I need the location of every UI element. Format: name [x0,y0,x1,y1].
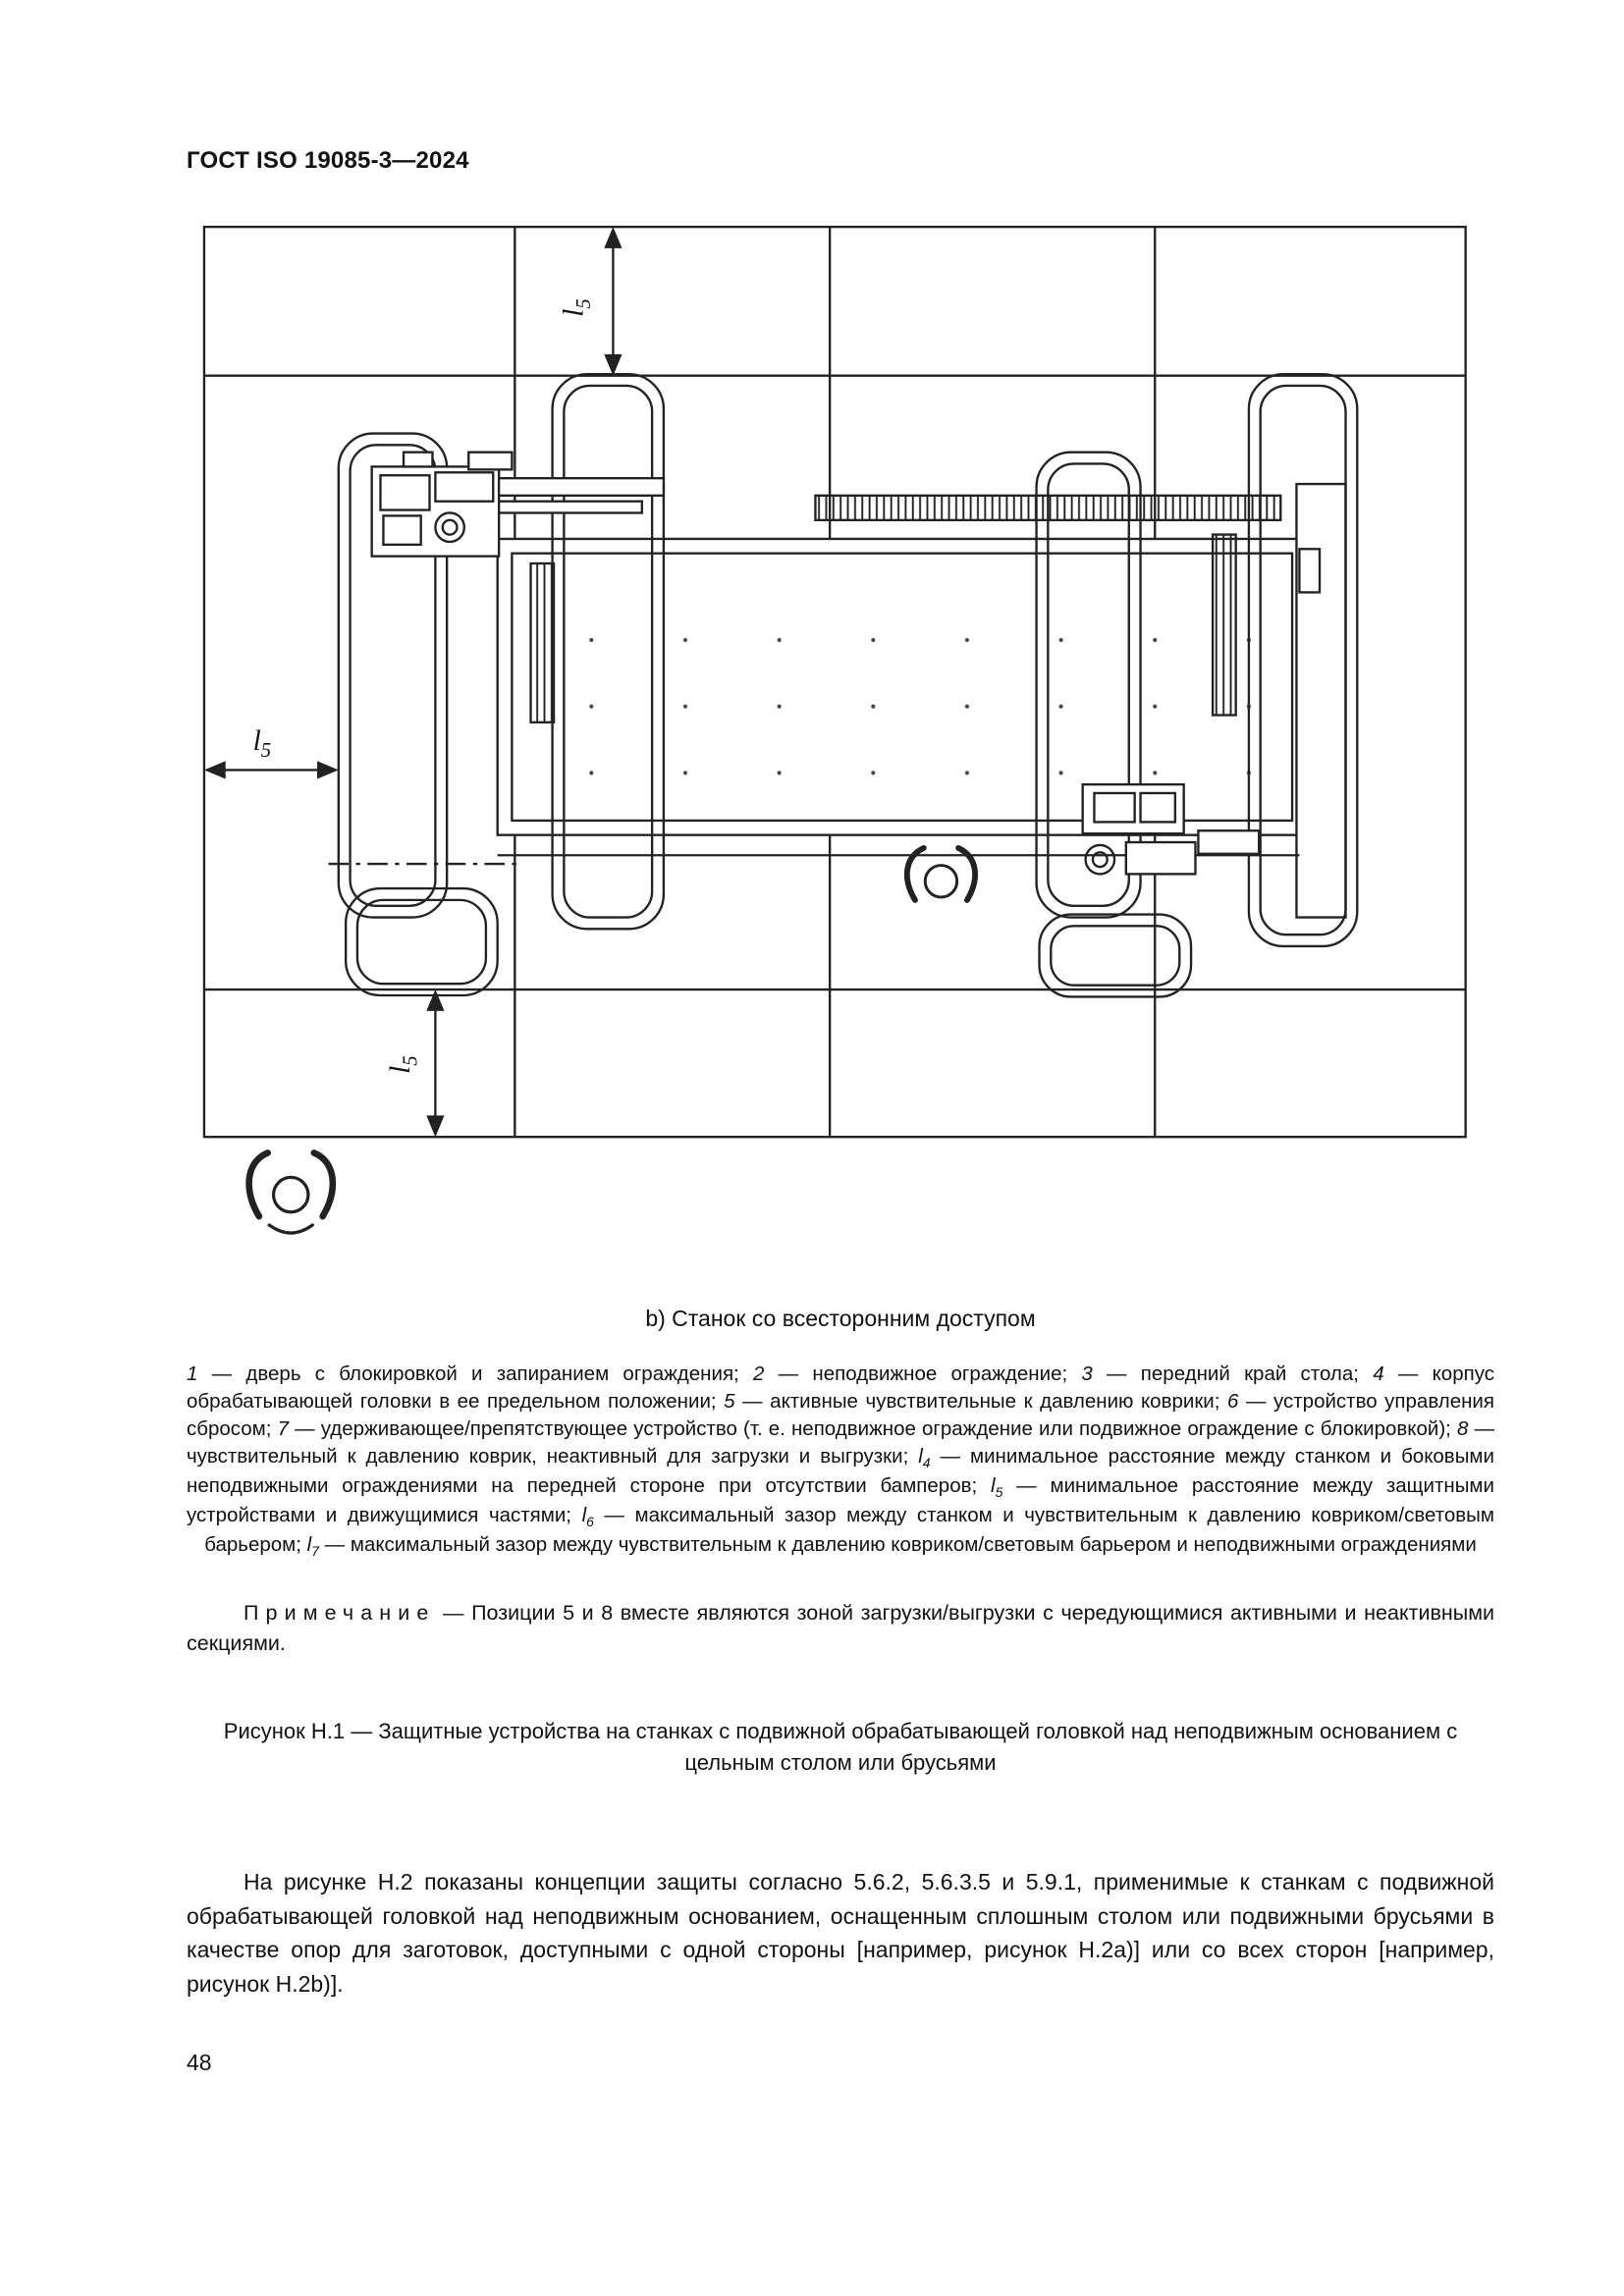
dimension-top: l5 [559,226,623,376]
note-label: Примечание [244,1601,436,1625]
note-text: — Позиции 5 и 8 вместе являются зоной за… [187,1601,1494,1656]
guard-bottom-left [344,886,499,997]
guard-left [337,432,449,919]
svg-text:l5: l5 [253,725,271,762]
machine-diagram: l5 l5 l5 [202,225,1467,1235]
guards [328,373,1359,998]
guard-bottom-center [1038,913,1193,998]
dimension-left: l5 [203,725,339,779]
gear-rack-left [529,561,556,724]
body-paragraph: На рисунке Н.2 показаны концепции защиты… [187,1869,1494,1997]
operator-symbol-outside [245,1149,337,1235]
guard-right-center [1035,451,1142,919]
figure-subcaption: b) Станок со всесторонним доступом [645,1306,1036,1331]
reset-control-device [1084,843,1116,876]
guard-left-center [551,373,666,931]
gear-rack-right [1211,533,1237,717]
machine-diagram-figure: l5 l5 l5 [201,224,1473,1263]
figure-legend: 1 — дверь с блокировкой и запиранием огр… [187,1362,1494,1559]
page-number: 48 [187,2050,212,2075]
svg-text:l5: l5 [385,1055,421,1073]
guard-right [1247,373,1359,948]
machining-head-left [370,451,666,558]
doc-header: ГОСТ ISO 19085-3—2024 [187,147,469,174]
operator-symbols [245,844,978,1235]
note: Примечание — Позиции 5 и 8 вместе являют… [187,1598,1494,1659]
dimension-bottom: l5 [385,988,445,1138]
figure-caption: Рисунок Н.1 — Защитные устройства на ста… [223,1719,1458,1775]
svg-text:l5: l5 [559,298,595,316]
operator-symbol-inside [903,844,978,903]
dimensions: l5 l5 l5 [203,226,623,1138]
control-unit-right [1081,782,1261,876]
